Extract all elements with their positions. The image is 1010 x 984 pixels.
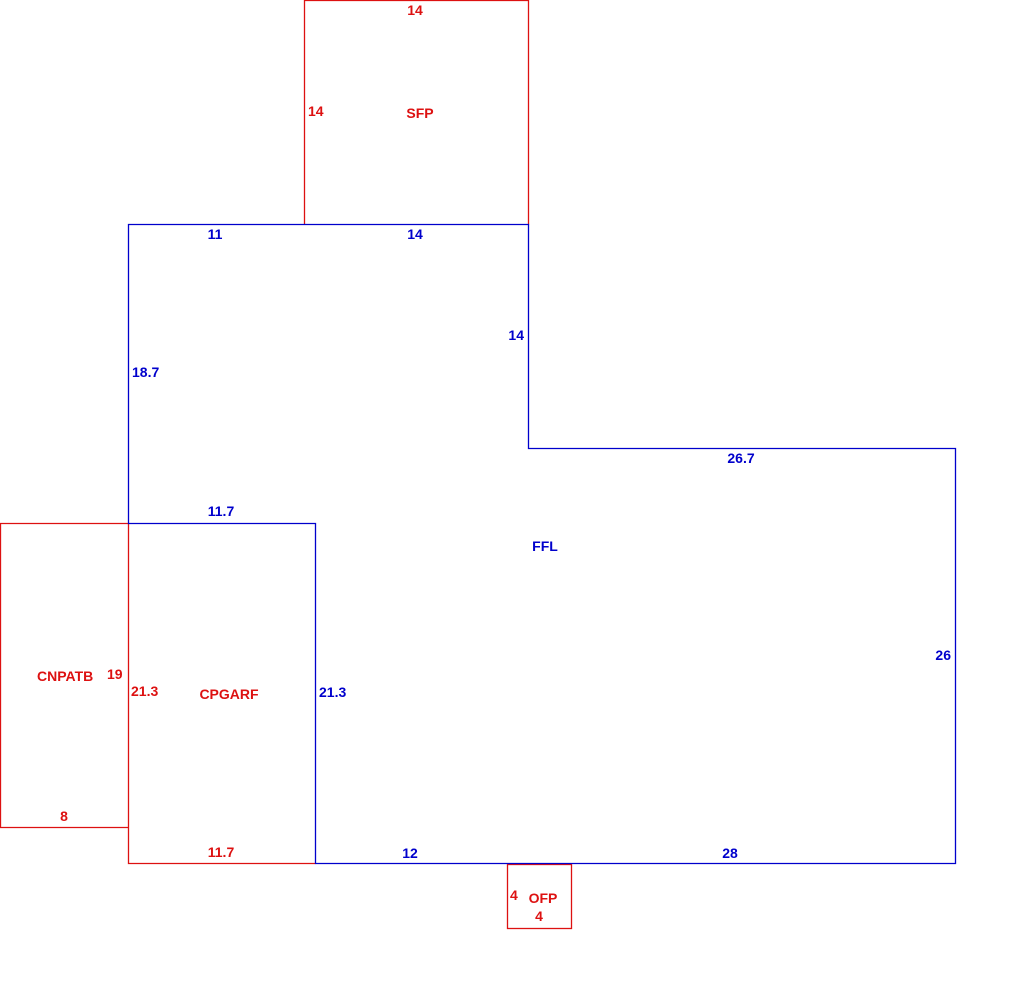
area-ofp (506, 863, 573, 930)
ofp-code-label: OFP (529, 890, 558, 906)
ffl-dim-top-right: 14 (407, 226, 423, 242)
ffl-dim-top-left: 11 (208, 226, 223, 242)
sfp-dim-left: 14 (308, 103, 324, 119)
sfp-outline (303, 0, 530, 225)
ofp-dim-side: 4 (510, 887, 518, 903)
ffl-dim-garage-top: 11.7 (208, 503, 235, 519)
cnpatb-dim-side: 19 (107, 666, 123, 682)
cpgarf-dim-bottom: 11.7 (208, 844, 235, 860)
ofp-dim-bottom: 4 (535, 908, 543, 924)
ffl-code-label: FFL (532, 538, 558, 554)
area-cnpatb (0, 522, 129, 829)
ffl-dim-mid-top: 26.7 (727, 450, 754, 466)
cnpatb-outline (0, 522, 129, 829)
ffl-dim-bottom-right: 28 (722, 845, 738, 861)
sfp-code-label: SFP (406, 105, 433, 121)
ofp-outline (506, 863, 573, 930)
ffl-outline (127, 223, 957, 865)
cnpatb-dim-bottom: 8 (60, 808, 68, 824)
ffl-dim-right-side: 26 (935, 647, 951, 663)
cpgarf-dim-side: 21.3 (131, 683, 158, 699)
cnpatb-code-label: CNPATB (37, 668, 93, 684)
area-ffl (127, 223, 957, 865)
area-cpgarf (127, 523, 316, 865)
cpgarf-outline (127, 523, 316, 865)
ffl-dim-upper-right-side: 14 (508, 327, 524, 343)
ffl-dim-left-side: 18.7 (132, 364, 159, 380)
ffl-dim-garage-side: 21.3 (319, 684, 346, 700)
cpgarf-code-label: CPGARF (199, 686, 259, 702)
ffl-dim-bottom-left: 12 (402, 845, 418, 861)
area-sfp (303, 0, 530, 225)
sfp-dim-top: 14 (407, 2, 423, 18)
